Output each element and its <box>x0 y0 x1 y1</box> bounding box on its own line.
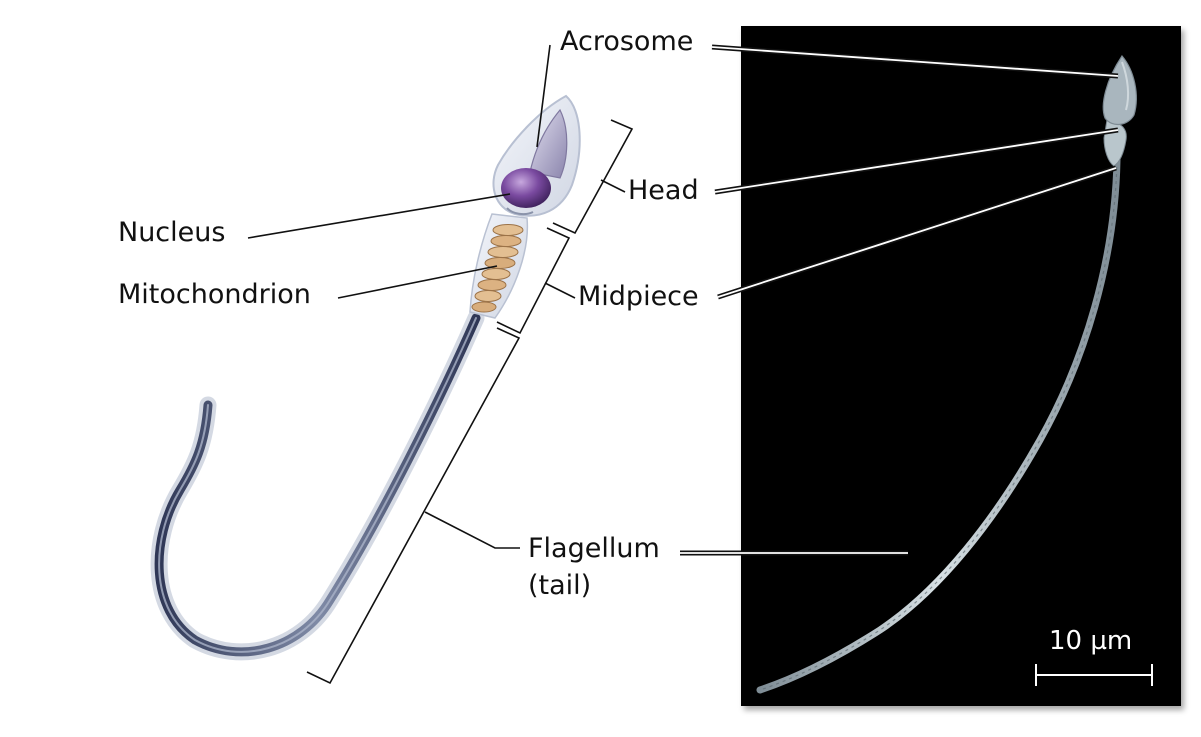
mitochondrion-label: Mitochondrion <box>118 279 311 310</box>
flagellum-bracket <box>306 327 521 685</box>
midpiece-micrograph-leader <box>717 167 1117 298</box>
flagellum-label: Flagellum <box>528 533 660 564</box>
acrosome-shape <box>529 108 568 179</box>
acrosome-leader <box>536 44 551 148</box>
scale-bar <box>1035 664 1153 686</box>
leader-lines <box>247 44 551 299</box>
head-label: Head <box>628 175 699 206</box>
sperm-illustration <box>150 94 581 661</box>
acrosome-label: Acrosome <box>560 26 694 57</box>
brackets <box>306 119 634 685</box>
mitochondrion-leader <box>337 265 498 299</box>
flagellum-sheath <box>150 309 485 661</box>
midpiece-bracket <box>496 227 571 335</box>
nucleus-leader <box>247 193 511 239</box>
flagellum <box>154 313 481 657</box>
mitochondria <box>471 224 524 313</box>
acrosome-micrograph-leader <box>711 46 1119 77</box>
scale-bar-label: 10 µm <box>1049 626 1133 656</box>
flagellum-sublabel: (tail) <box>528 570 592 601</box>
micrograph-head <box>1102 55 1137 125</box>
midpiece-label: Midpiece <box>578 281 699 312</box>
micrograph-panel <box>741 26 1181 706</box>
micrograph-leaders <box>680 44 1119 556</box>
head-micrograph-leader <box>714 129 1119 193</box>
nucleus-shape <box>501 168 551 208</box>
nucleus-label: Nucleus <box>118 217 226 248</box>
